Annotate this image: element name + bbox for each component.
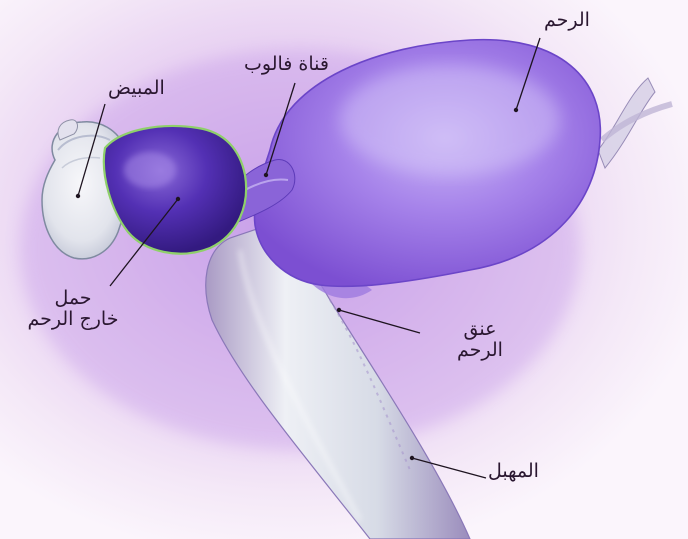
- label-ovary: المبيض: [108, 78, 165, 99]
- label-ovary-text: المبيض: [108, 78, 165, 99]
- label-uterus: الرحم: [544, 10, 590, 31]
- label-cervix-line1: عنق: [440, 319, 520, 340]
- label-vagina: المهبل: [488, 461, 539, 482]
- label-fallopian-tube-text: قناة فالوب: [244, 54, 329, 75]
- label-fallopian-tube: قناة فالوب: [244, 54, 329, 75]
- label-ectopic-pregnancy: حمل خارج الرحم: [8, 288, 138, 330]
- label-ectopic-line2: خارج الرحم: [8, 309, 138, 330]
- label-cervix: عنق الرحم: [440, 319, 520, 361]
- label-cervix-line2: الرحم: [440, 340, 520, 361]
- label-vagina-text: المهبل: [488, 461, 539, 482]
- label-uterus-text: الرحم: [544, 10, 590, 31]
- label-ectopic-line1: حمل: [8, 288, 138, 309]
